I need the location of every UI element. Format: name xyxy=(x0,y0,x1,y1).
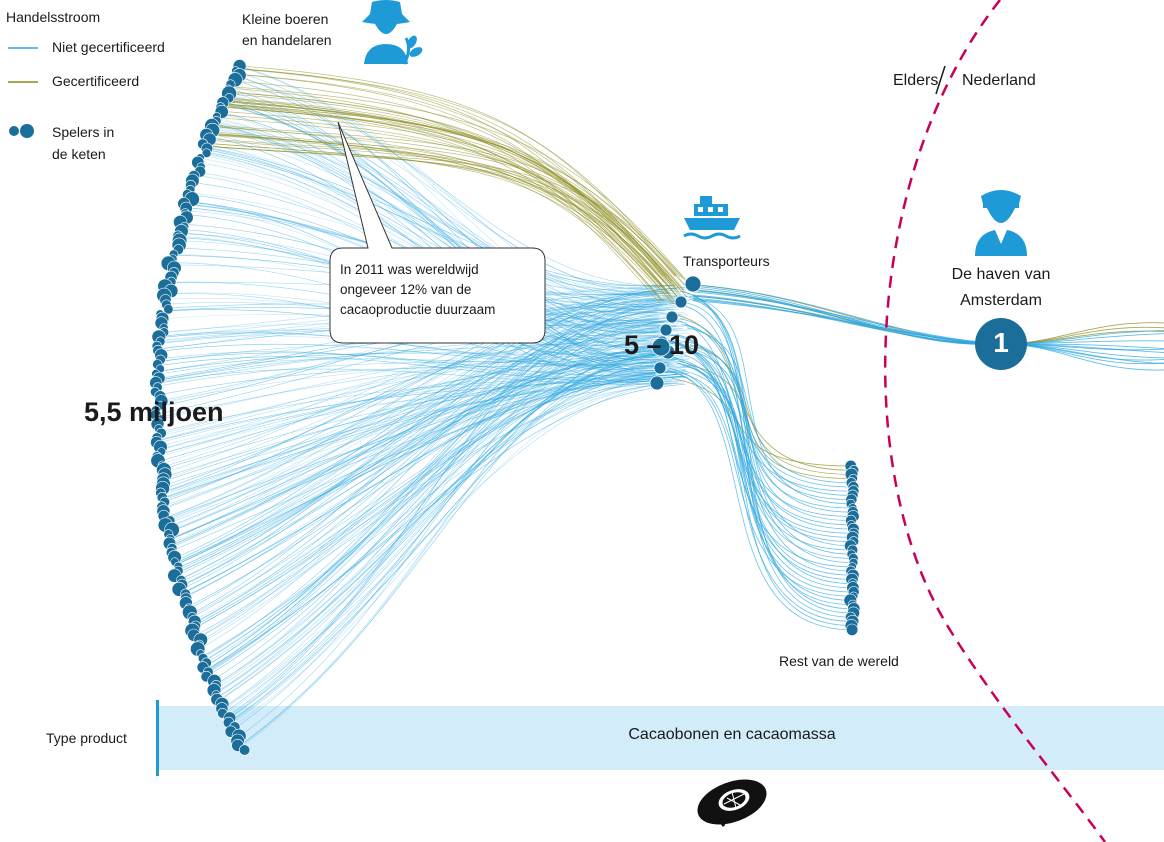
rest-of-world-label: Rest van de wereld xyxy=(779,653,899,669)
port-label: De haven van Amsterdam xyxy=(951,266,1051,309)
transporter-node xyxy=(653,361,667,375)
transporter-node xyxy=(649,375,665,391)
farmers-label: Kleine boeren en handelaren xyxy=(242,11,332,48)
transporter-nodes xyxy=(649,275,702,391)
farmer-icon xyxy=(362,0,423,65)
transporters-label: Transporteurs xyxy=(683,253,770,269)
legend-node-swatch xyxy=(9,124,34,138)
transporter-node xyxy=(674,295,688,309)
callout-line-3: cacaoproductie duurzaam xyxy=(340,302,496,317)
farmer-node xyxy=(201,148,212,158)
callout-text: In 2011 was wereldwijd ongeveer 12% van … xyxy=(330,254,545,326)
legend-certified-label: Gecertificeerd xyxy=(52,73,140,89)
farmers-count: 5,5 miljoen xyxy=(84,397,224,427)
transporter-node xyxy=(684,275,702,293)
port-count: 1 xyxy=(993,327,1009,358)
port-flows xyxy=(692,284,1164,371)
region-netherlands: Nederland xyxy=(962,72,1036,89)
rest-of-world-node xyxy=(845,623,859,636)
farmer-nodes xyxy=(149,59,251,756)
transporter-node xyxy=(665,310,679,324)
port-officer-icon xyxy=(975,190,1027,256)
region-divider xyxy=(935,65,946,95)
transporter-node xyxy=(651,337,671,357)
region-elsewhere: Elders xyxy=(893,72,939,89)
farmer-node xyxy=(163,304,174,315)
ship-icon xyxy=(683,196,741,240)
callout-line-1: In 2011 was wereldwijd xyxy=(340,262,479,277)
callout-box xyxy=(329,121,546,344)
national-border xyxy=(884,0,1107,842)
transporter-node xyxy=(659,323,673,337)
port-node xyxy=(975,318,1027,370)
uncertified-flows xyxy=(157,65,690,748)
callout-line-2: ongeveer 12% van de xyxy=(340,282,472,297)
product-band xyxy=(158,706,1164,770)
cocoa-bean-icon xyxy=(697,779,767,827)
rest-of-world-nodes xyxy=(843,459,861,636)
farmer-node xyxy=(239,744,251,756)
rest-of-world-flows xyxy=(665,290,853,631)
certified-flows xyxy=(205,65,688,305)
legend-nodes-label: Spelers in de keten xyxy=(52,124,115,162)
product-value: Cacaobonen en cacaomassa xyxy=(628,726,836,743)
legend-uncertified-label: Niet gecertificeerd xyxy=(52,39,165,55)
legend-title: Handelsstroom xyxy=(6,9,101,25)
product-band-marker xyxy=(156,700,159,776)
transporters-count: 5 – 10 xyxy=(624,330,700,360)
product-type-label: Type product xyxy=(46,730,127,746)
